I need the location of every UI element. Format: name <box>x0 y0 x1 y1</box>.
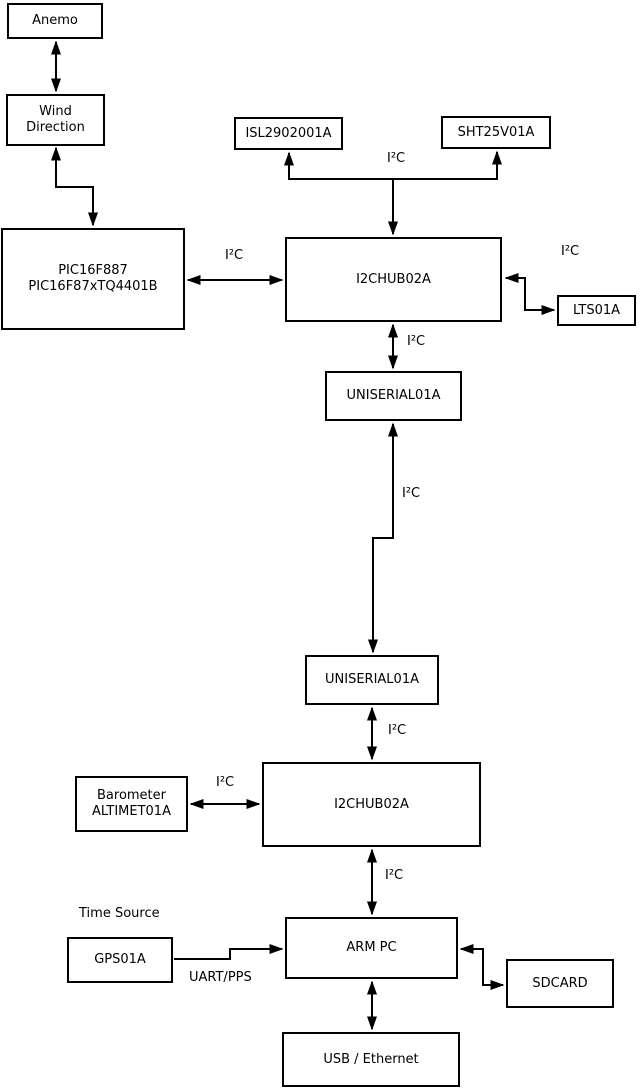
node-arm-pc: ARM PC <box>285 917 458 979</box>
node-barometer-label-line2: ALTIMET01A <box>92 804 171 819</box>
edge-label-i2c-pic-hub: I²C <box>225 248 244 263</box>
node-barometer-label-line1: Barometer <box>97 788 166 803</box>
node-lts-sensor: LTS01A <box>557 295 636 326</box>
node-anemometer-label: Anemo <box>32 13 78 28</box>
node-pic-microcontroller: PIC16F887 PIC16F87xTQ4401B <box>1 228 185 330</box>
node-i2c-hub-bottom-label: I2CHUB02A <box>334 796 409 812</box>
edge-label-i2c-sensor-bus: I²C <box>387 151 406 166</box>
node-usb-ethernet: USB / Ethernet <box>282 1032 460 1087</box>
node-arm-pc-label: ARM PC <box>346 940 397 955</box>
node-i2c-hub-top-label: I2CHUB02A <box>356 271 431 287</box>
node-i2c-hub-top: I2CHUB02A <box>285 237 502 322</box>
edge-label-i2c-barometer-hub: I²C <box>216 775 235 790</box>
node-sht-sensor: SHT25V01A <box>441 116 551 149</box>
node-wind-direction: Wind Direction <box>6 94 105 146</box>
edge-label-i2c-long-link: I²C <box>402 486 421 501</box>
node-isl-sensor: ISL2902001A <box>234 117 343 150</box>
node-pic-label-line1: PIC16F887 <box>58 263 128 278</box>
node-i2c-hub-bottom: I2CHUB02A <box>262 762 481 847</box>
node-gps-label: GPS01A <box>94 952 146 967</box>
connector-wind-pic <box>51 146 98 227</box>
node-usb-ethernet-label: USB / Ethernet <box>323 1051 419 1067</box>
node-uniserial-top: UNISERIAL01A <box>325 371 462 421</box>
edge-label-i2c-hub-uniserial: I²C <box>407 334 426 349</box>
connector-gps-armpc <box>174 944 284 960</box>
node-uniserial-top-label: UNISERIAL01A <box>346 388 441 403</box>
node-barometer: Barometer ALTIMET01A <box>75 776 188 832</box>
node-sht-label: SHT25V01A <box>457 124 535 140</box>
connector-hub1-lts <box>504 273 556 315</box>
node-pic-label-line2: PIC16F87xTQ4401B <box>28 279 158 294</box>
node-uniserial-bottom: UNISERIAL01A <box>305 655 439 705</box>
node-sdcard-label: SDCARD <box>532 975 588 991</box>
edge-label-i2c-hub-armpc: I²C <box>385 868 404 883</box>
connector-armpc-sdcard <box>459 944 505 990</box>
node-sdcard: SDCARD <box>506 959 614 1008</box>
edge-label-uart-pps: UART/PPS <box>189 970 252 985</box>
node-gps: GPS01A <box>67 937 173 983</box>
edge-label-i2c-hub-lts: I²C <box>561 244 580 259</box>
node-isl-label: ISL2902001A <box>245 125 332 141</box>
node-anemometer: Anemo <box>7 3 103 39</box>
node-lts-label: LTS01A <box>572 302 621 318</box>
edge-label-time-source: Time Source <box>79 906 160 921</box>
node-wind-direction-label-line1: Wind <box>39 104 72 119</box>
edge-label-i2c-uniserial-hub: I²C <box>388 723 407 738</box>
node-uniserial-bottom-label: UNISERIAL01A <box>325 672 419 687</box>
connector-uniserial1-uniserial2 <box>368 422 398 654</box>
node-wind-direction-label-line2: Direction <box>26 120 85 135</box>
